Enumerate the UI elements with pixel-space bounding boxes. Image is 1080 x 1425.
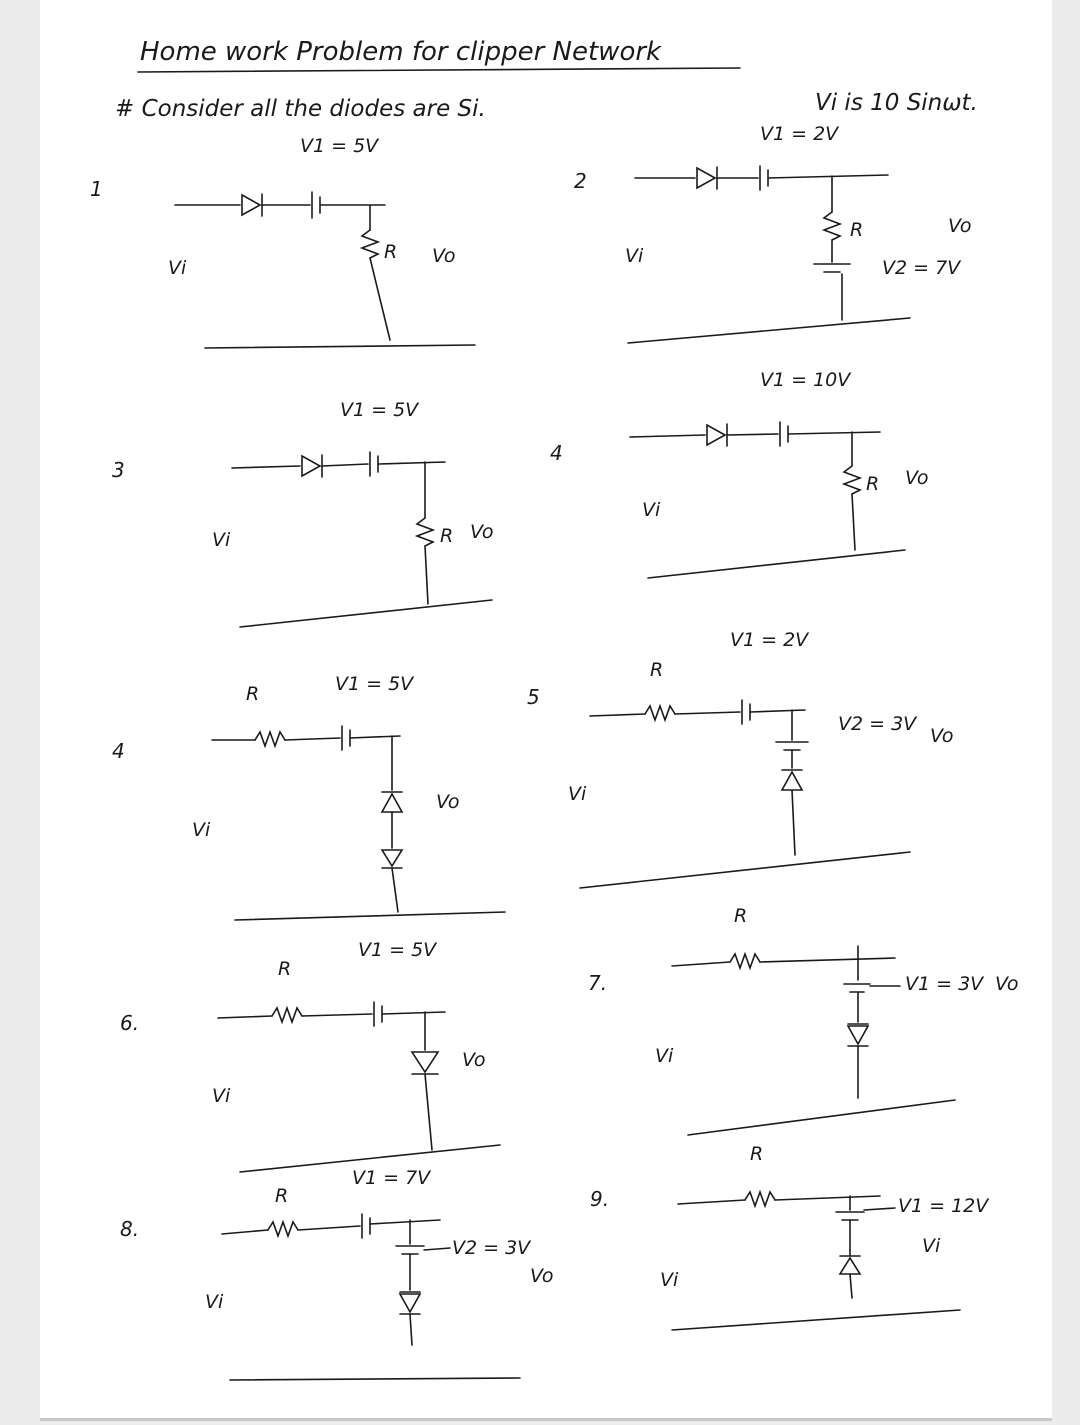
diode-icon (846, 1025, 870, 1046)
circuit-5: 5 R V1 = 2V V2 = 3V Vo Vi (527, 629, 954, 889)
circuit-9: 9. R V1 = 12V Vi Vi (590, 1143, 990, 1331)
circuit-2: 2 V1 = 2V R V2 = 7V Vo Vi (574, 123, 972, 344)
resistor-label: R (866, 473, 879, 495)
diode-icon (838, 1256, 862, 1275)
output-label: Vi (922, 1235, 941, 1257)
homework-sheet (40, 0, 1052, 1418)
diode-icon (780, 770, 804, 791)
resistor-icon (254, 729, 286, 749)
battery2-label: V2 = 7V (882, 257, 962, 279)
circuit-1: 1 V1 = 5V R Vo Vi (90, 135, 476, 349)
battery2-label: V2 = 3V (452, 1237, 532, 1259)
input-label: Vi (205, 1291, 224, 1313)
output-label: Vo (930, 725, 954, 747)
battery-label: V1 = 5V (335, 673, 415, 695)
circuit-4b: 4 R V1 = 5V Vo Vi (112, 673, 506, 921)
input-label: Vi (168, 257, 187, 279)
circuit-3: 3 V1 = 5V R Vo Vi (112, 399, 494, 628)
battery-label: V1 = 5V (340, 399, 420, 421)
circuit-number: 1 (90, 177, 103, 201)
resistor-label: R (278, 958, 291, 980)
input-label: Vi (642, 499, 661, 521)
circuit-8: 8. R V1 = 7V V2 = 3V Vo Vi (120, 1167, 554, 1381)
output-label: Vo (470, 521, 494, 543)
circuit-number: 4 (112, 739, 125, 763)
input-label: Vi (212, 1085, 231, 1107)
diode-icon (380, 792, 404, 813)
page-edge (40, 1418, 1052, 1421)
circuit-number: 9. (590, 1187, 609, 1211)
resistor-label: R (384, 241, 397, 263)
resistor-icon (359, 229, 381, 259)
page-title: Home work Problem for clipper Network (140, 37, 662, 67)
battery-label: V1 = 2V (760, 123, 840, 145)
circuit-6: 6. R V1 = 5V Vo Vi (120, 939, 501, 1173)
resistor-icon (744, 1189, 776, 1209)
resistor-label: R (750, 1143, 763, 1165)
resistor-icon (414, 517, 436, 547)
resistor-icon (729, 951, 761, 971)
diode2-icon (380, 849, 404, 868)
battery-label: V1 = 12V (898, 1195, 990, 1217)
input-label: Vi (625, 245, 644, 267)
circuit-number: 3 (112, 458, 125, 482)
resistor-label: R (246, 683, 259, 705)
resistor-icon (271, 1005, 303, 1025)
diode-icon (241, 193, 262, 217)
circuit-number: 5 (527, 685, 540, 709)
output-label: Vo (905, 467, 929, 489)
circuit-4: 4 V1 = 10V R Vo Vi (550, 369, 929, 579)
output-label: Vo (432, 245, 456, 267)
input-label: Vi (655, 1045, 674, 1067)
input-note: Vi is 10 Sinωt. (815, 90, 978, 116)
resistor-icon (267, 1219, 299, 1239)
diode-note: # Consider all the diodes are Si. (115, 96, 486, 122)
resistor-label: R (275, 1185, 288, 1207)
output-label: Vo (948, 215, 972, 237)
battery2-label: V2 = 3V (838, 713, 918, 735)
diode-icon (398, 1293, 422, 1314)
title-underline (137, 67, 741, 73)
circuit-number: 8. (120, 1217, 139, 1241)
circuit-number: 6. (120, 1011, 139, 1035)
input-label: Vi (212, 529, 231, 551)
diode-icon (696, 166, 717, 190)
resistor-label: R (440, 525, 453, 547)
circuit-7: 7. R V1 = 3V Vo Vi (588, 905, 1019, 1136)
output-label: Vo (995, 973, 1019, 995)
resistor-icon (841, 465, 863, 495)
battery-label: V1 = 2V (730, 629, 810, 651)
input-label: Vi (568, 783, 587, 805)
diode-icon (301, 454, 322, 478)
battery-label: V1 = 3V (905, 973, 985, 995)
output-label: Vo (436, 791, 460, 813)
input-label: Vi (660, 1269, 679, 1291)
circuit-number: 4 (550, 441, 563, 465)
diode-icon (410, 1051, 440, 1074)
battery-label: V1 = 10V (760, 369, 852, 391)
input-label: Vi (192, 819, 211, 841)
circuit-number: 7. (588, 971, 607, 995)
diode-icon (706, 423, 727, 447)
resistor-label: R (650, 659, 663, 681)
battery-label: V1 = 5V (358, 939, 438, 961)
output-label: Vo (462, 1049, 486, 1071)
output-label: Vo (530, 1265, 554, 1287)
resistor-icon (644, 703, 676, 723)
circuit-number: 2 (574, 169, 587, 193)
resistor-icon (821, 211, 843, 241)
battery-label: V1 = 7V (352, 1167, 432, 1189)
resistor-label: R (734, 905, 747, 927)
resistor-label: R (850, 219, 863, 241)
battery-label: V1 = 5V (300, 135, 380, 157)
